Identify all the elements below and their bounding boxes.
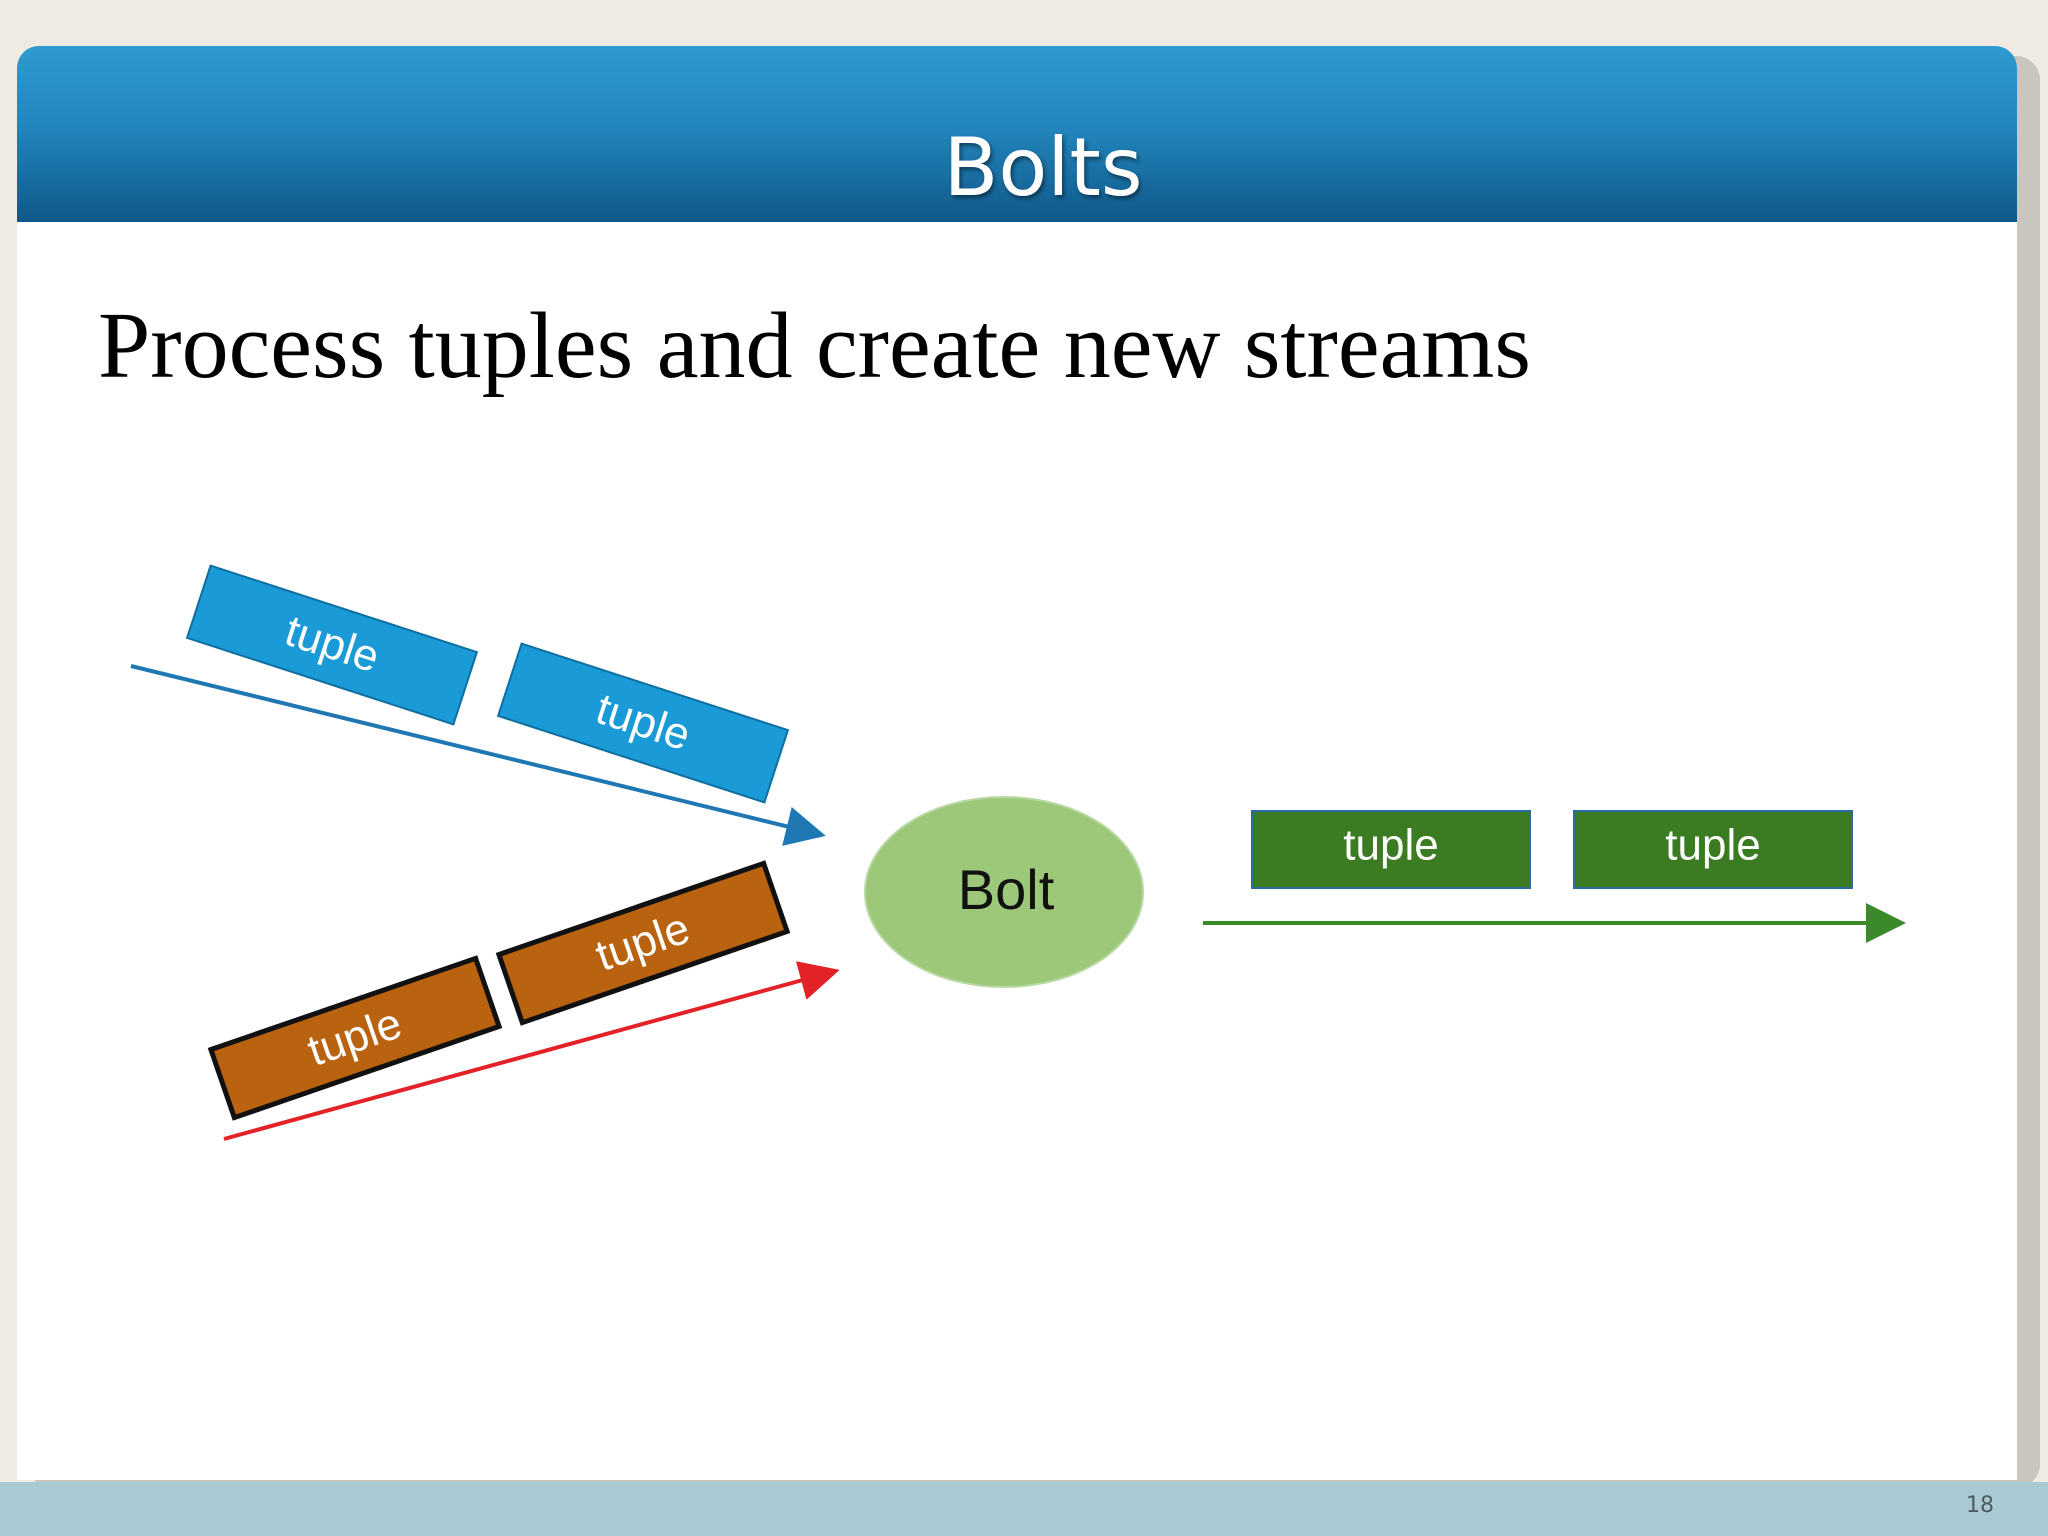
footer-bar bbox=[0, 1482, 2048, 1536]
green-tuple-1-label: tuple bbox=[1343, 821, 1438, 870]
bolt-node bbox=[864, 796, 1144, 988]
slide: Bolts Process tuples and create new stre… bbox=[17, 46, 2017, 1480]
title-band bbox=[17, 46, 2017, 222]
brown-tuple-2: tuple bbox=[495, 860, 791, 1026]
blue-tuple-1: tuple bbox=[185, 564, 479, 726]
brown-tuple-1: tuple bbox=[207, 955, 503, 1121]
bolt-label: Bolt bbox=[958, 858, 1055, 921]
red-stream-arrow bbox=[223, 961, 840, 1141]
blue-stream-arrow bbox=[130, 664, 826, 846]
slide-subtitle: Process tuples and create new streams bbox=[98, 294, 1531, 398]
slide-title: Bolts bbox=[943, 121, 1143, 214]
green-tuple-2: tuple bbox=[1573, 810, 1853, 889]
green-tuple-1: tuple bbox=[1251, 810, 1531, 889]
slide-number: 18 bbox=[1966, 1493, 1994, 1518]
green-tuple-2-label: tuple bbox=[1665, 821, 1760, 870]
blue-tuple-2: tuple bbox=[496, 642, 790, 804]
